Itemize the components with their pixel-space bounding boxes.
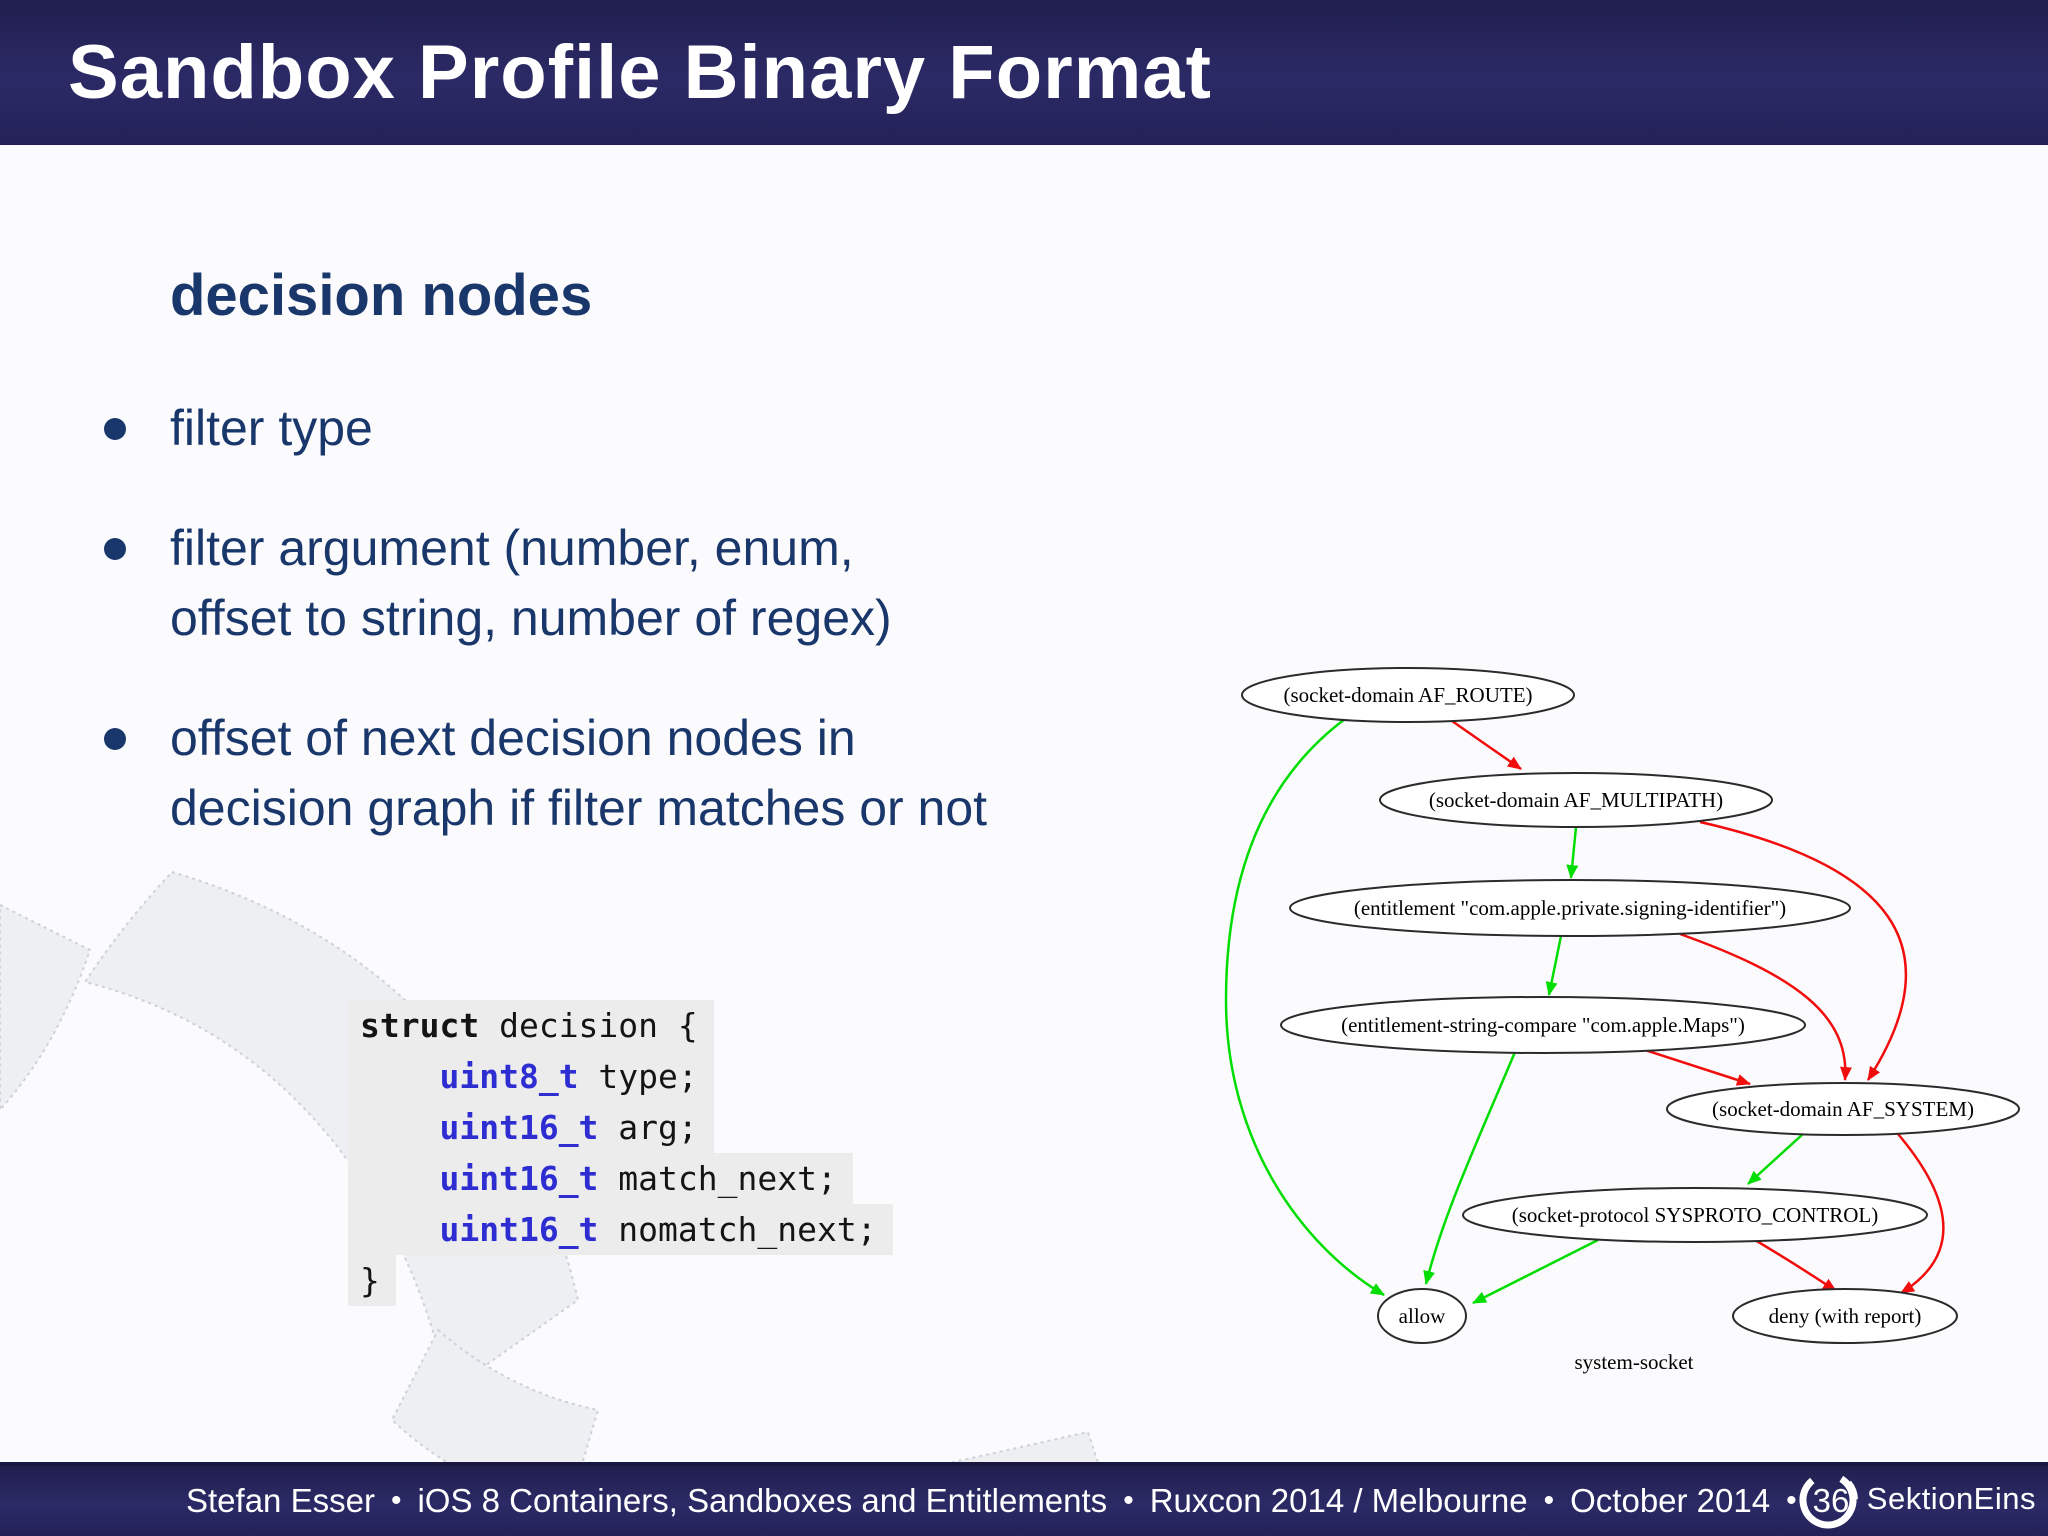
graph-node-label: (socket-domain AF_ROUTE) <box>1283 683 1532 707</box>
header-bar: Sandbox Profile Binary Format <box>0 0 2048 145</box>
page-number: 36 <box>1812 1482 1850 1519</box>
code-line-1: struct decision { <box>348 1000 893 1051</box>
bullet-item-3: offset of next decision nodes in decisio… <box>104 703 1290 843</box>
logo-wordmark: SektionEins <box>1866 1481 2036 1516</box>
sektioneins-logo: SektionEins <box>1795 1462 2036 1536</box>
edge-socket-domain-af-multipath-to-socket-domain-af-system <box>1699 820 1908 1081</box>
graph-node-label: deny (with report) <box>1769 1304 1922 1328</box>
edge-socket-domain-af-system-to-socket-protocol-sysproto-control <box>1747 1133 1804 1185</box>
graph-node-label: (entitlement "com.apple.private.signing-… <box>1354 896 1786 920</box>
graph-node-deny-with-report: deny (with report) <box>1732 1288 1958 1344</box>
footer-separator: • <box>390 1484 402 1517</box>
footer-separator: • <box>1786 1484 1797 1517</box>
graph-node-socket-domain-af-route: (socket-domain AF_ROUTE) <box>1241 667 1575 723</box>
graph-caption: system-socket <box>1575 1350 1694 1374</box>
graph-node-socket-domain-af-system: (socket-domain AF_SYSTEM) <box>1666 1082 2020 1136</box>
edge-socket-domain-af-route-to-socket-domain-af-multipath <box>1451 719 1522 771</box>
edge-socket-protocol-sysproto-control-to-allow <box>1472 1238 1599 1305</box>
sektioneins-ring-icon <box>1797 1470 1858 1530</box>
graph-node-label: (socket-domain AF_SYSTEM) <box>1712 1097 1974 1121</box>
footer-part: Ruxcon 2014 / Melbourne <box>1149 1482 1528 1519</box>
edge-socket-domain-af-route-to-allow <box>1224 717 1385 1297</box>
footer-part: iOS 8 Containers, Sandboxes and Entitlem… <box>417 1482 1108 1519</box>
footer-part: Stefan Esser <box>186 1482 375 1519</box>
code-line-3: uint16_t arg; <box>348 1102 893 1153</box>
code-line-2: uint8_t type; <box>348 1051 893 1102</box>
edge-entitlement-signing-identifier-to-socket-domain-af-system <box>1679 932 1852 1081</box>
bullet-item-1: filter type <box>104 393 1290 463</box>
edge-socket-domain-af-system-to-deny-with-report <box>1897 1133 1945 1295</box>
swirl-segment <box>0 903 92 1112</box>
graph-node-entitlement-string-compare-maps: (entitlement-string-compare "com.apple.M… <box>1280 996 1806 1054</box>
section-heading: decision nodes <box>170 263 593 328</box>
edge-socket-protocol-sysproto-control-to-deny-with-report <box>1754 1238 1837 1293</box>
footer-bar: Stefan Esser • iOS 8 Containers, Sandboxes… <box>0 1462 2048 1536</box>
bullet-item-2: filter argument (number, enum, offset to… <box>104 513 1290 653</box>
edge-entitlement-signing-identifier-to-entitlement-string-compare-maps <box>1545 935 1563 996</box>
bullet-dot <box>104 538 126 560</box>
graph-node-label: (entitlement-string-compare "com.apple.M… <box>1341 1013 1745 1037</box>
footer-part: October 2014 <box>1570 1482 1771 1519</box>
bullet-dot <box>104 418 126 440</box>
code-line-5: uint16_t nomatch_next; <box>348 1204 893 1255</box>
struct-decision-code-block: struct decision { uint8_t type; uint16_t… <box>348 1000 893 1306</box>
code-line-6: } <box>348 1255 893 1306</box>
edge-socket-domain-af-multipath-to-entitlement-signing-identifier <box>1566 826 1579 879</box>
edge-entitlement-string-compare-maps-to-socket-domain-af-system <box>1644 1048 1751 1086</box>
footer-separator: • <box>1123 1484 1134 1517</box>
bullet-dot <box>104 728 126 750</box>
footer-separator: • <box>1543 1484 1555 1517</box>
bullet-list: filter type filter argument (number, enum… <box>104 393 1290 843</box>
swirl-segment <box>83 870 580 1394</box>
graph-node-allow: allow <box>1377 1288 1467 1344</box>
slide-title: Sandbox Profile Binary Format <box>68 30 1212 115</box>
graph-node-label: (socket-domain AF_MULTIPATH) <box>1429 788 1723 812</box>
graph-node-socket-protocol-sysproto-control: (socket-protocol SYSPROTO_CONTROL) <box>1462 1187 1928 1243</box>
graph-node-entitlement-signing-identifier: (entitlement "com.apple.private.signing-… <box>1289 879 1851 937</box>
graph-node-label: (socket-protocol SYSPROTO_CONTROL) <box>1512 1203 1879 1227</box>
graph-node-socket-domain-af-multipath: (socket-domain AF_MULTIPATH) <box>1379 772 1773 828</box>
body-text-column: decision nodes filter type filter argumen… <box>104 262 1290 893</box>
graph-node-label: allow <box>1399 1304 1446 1328</box>
edge-entitlement-string-compare-maps-to-allow <box>1423 1051 1517 1285</box>
footer-text: Stefan Esser • iOS 8 Containers, Sandboxes… <box>186 1482 1849 1520</box>
code-line-4: uint16_t match_next; <box>348 1153 893 1204</box>
